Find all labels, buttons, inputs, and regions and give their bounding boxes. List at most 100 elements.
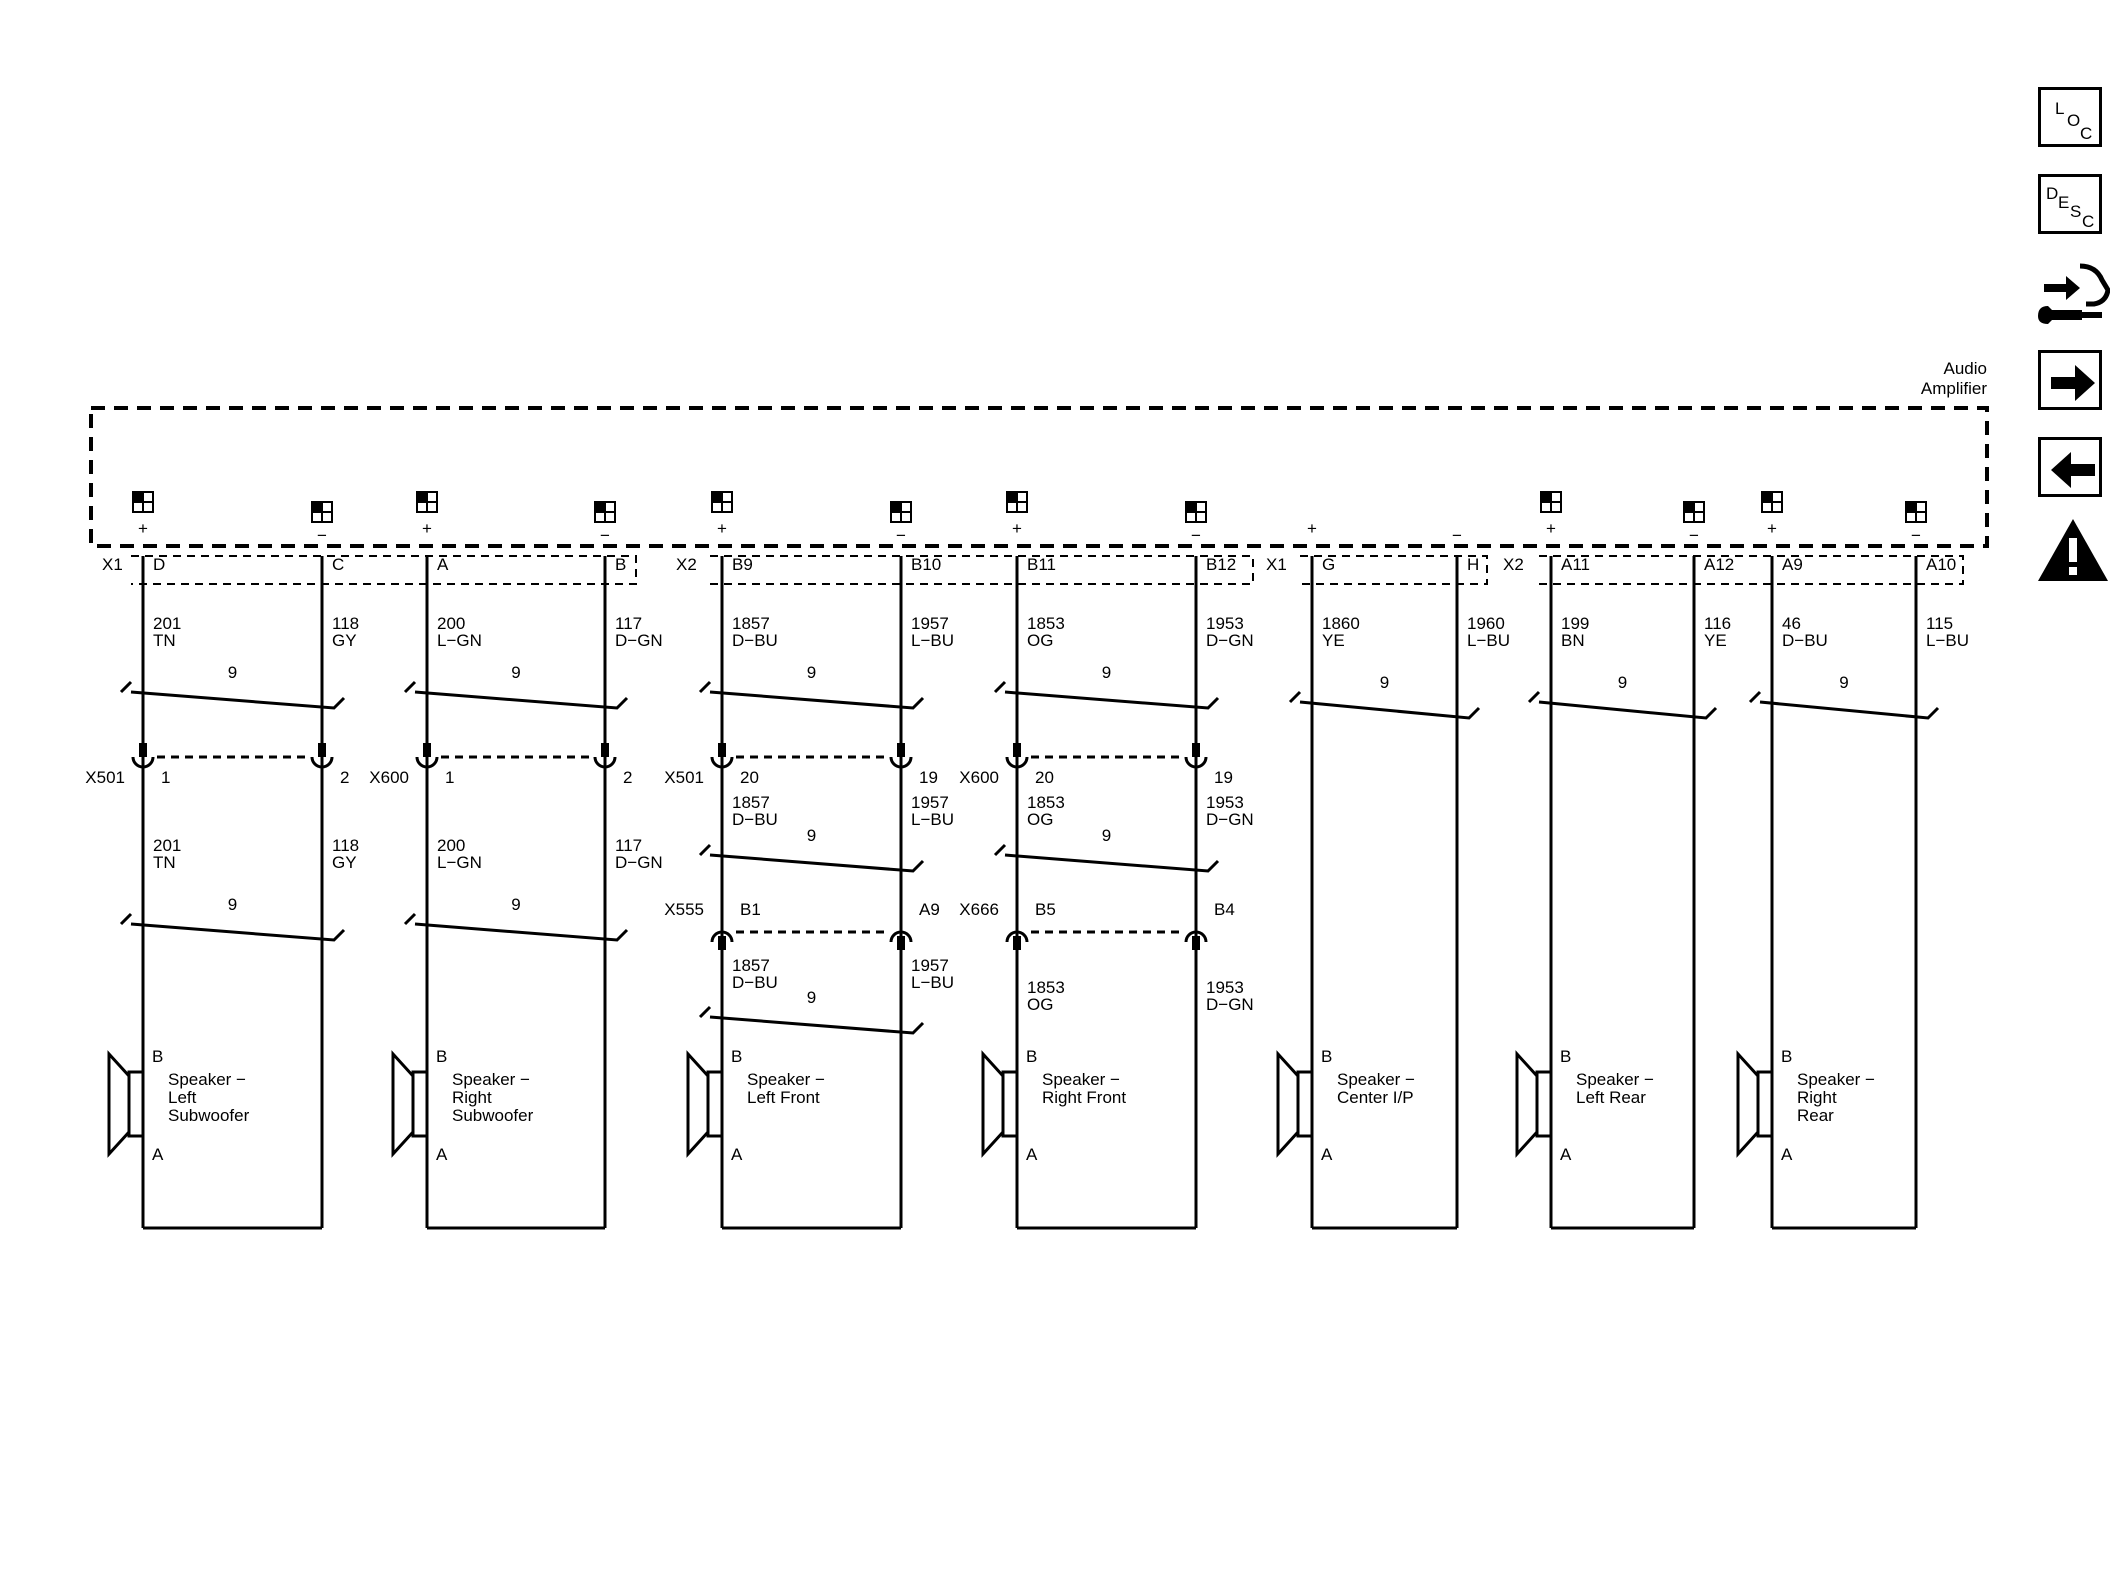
warning-button[interactable]	[2036, 516, 2110, 584]
inline-pin-label: 1	[445, 768, 454, 787]
arrow-left-icon	[2051, 452, 2095, 488]
speaker-magnet	[1296, 1070, 1314, 1138]
connector-cavity	[1184, 756, 1208, 769]
inline-pin-label: 19	[1214, 768, 1233, 787]
inline-pin-label: 20	[1035, 768, 1054, 787]
warning-icon	[2038, 519, 2108, 581]
pin-label: B9	[732, 555, 753, 574]
pin-label: D	[153, 555, 165, 574]
terminal-fill	[312, 502, 322, 512]
svg-text:L: L	[2055, 99, 2064, 118]
desc-icon: D E S C	[2046, 184, 2094, 231]
description-button[interactable]: D E S C	[2038, 174, 2102, 234]
twist-label: 9	[1380, 673, 1389, 692]
speaker-pin-b: B	[1781, 1047, 1792, 1066]
pin-label: A	[437, 555, 449, 574]
component-connector	[131, 555, 637, 585]
speaker-name: Right	[1797, 1088, 1837, 1107]
speaker-name: Speaker −	[1042, 1070, 1120, 1089]
speaker-pin-b: B	[731, 1047, 742, 1066]
next-page-button[interactable]	[2038, 350, 2102, 410]
amplifier-label-line1: Audio	[1944, 359, 1987, 378]
speaker-icon	[981, 1050, 1019, 1158]
speaker-magnet	[1001, 1070, 1019, 1138]
wire-color: YE	[1704, 631, 1727, 650]
circuit-number: 1953	[1206, 614, 1244, 633]
circuit-number: 1857	[732, 614, 770, 633]
speaker-icon	[1276, 1050, 1314, 1158]
pin-label: B11	[1027, 555, 1056, 574]
previous-page-button[interactable]	[2038, 437, 2102, 497]
inline-pin-label: B4	[1214, 900, 1235, 919]
wire-color: BN	[1561, 631, 1585, 650]
circuit-number: 116	[1704, 614, 1731, 633]
speaker-icon	[686, 1050, 724, 1158]
inline-connector-id: X555	[664, 900, 704, 919]
speaker-magnet	[1535, 1070, 1553, 1138]
circuit-number: 1853	[1027, 978, 1065, 997]
circuit-number: 1853	[1027, 793, 1065, 812]
speaker-icon	[1736, 1050, 1774, 1158]
wire-color: L−BU	[911, 810, 954, 829]
terminal-fill	[712, 492, 722, 502]
twisted-pair-marker	[993, 680, 1220, 710]
terminal-symbol-icon	[311, 501, 333, 523]
pin-label: C	[332, 555, 344, 574]
minus-terminal: −	[1191, 526, 1201, 545]
wire-color: GY	[332, 631, 357, 650]
twisted-pair-marker	[403, 912, 629, 942]
inline-pin-label: 1	[161, 768, 170, 787]
speaker-magnet	[411, 1070, 429, 1138]
connector-cavity	[593, 756, 617, 769]
wire-color: L−BU	[1926, 631, 1969, 650]
inline-pin-label: A9	[919, 900, 940, 919]
twisted-pair-marker	[119, 912, 346, 942]
twist-label: 9	[1102, 826, 1111, 845]
pin-terminal	[318, 743, 326, 757]
connector-cavity	[310, 756, 334, 769]
pin-terminal	[601, 743, 609, 757]
audio-amplifier-outline	[89, 406, 1989, 548]
pin-terminal	[1192, 936, 1200, 950]
terminal-symbol-icon	[594, 501, 616, 523]
wire-color: GY	[332, 853, 357, 872]
wire-color: L−BU	[911, 631, 954, 650]
terminal-symbol-icon	[132, 491, 154, 513]
wire-color: D−GN	[615, 631, 663, 650]
pin-label: B12	[1206, 555, 1236, 574]
terminal-symbol-icon	[416, 491, 438, 513]
terminal-fill	[133, 492, 143, 502]
pin-terminal	[1013, 936, 1021, 950]
location-button[interactable]: L O C	[2038, 87, 2102, 147]
connector-id-label: X2	[1503, 555, 1524, 574]
svg-text:D: D	[2046, 184, 2058, 203]
connector-id-label: X1	[102, 555, 123, 574]
connector-id-label: X1	[1266, 555, 1287, 574]
speaker-pin-b: B	[436, 1047, 447, 1066]
inline-pin-label: B1	[740, 900, 761, 919]
terminal-fill	[891, 502, 901, 512]
terminal-symbol-icon	[1540, 491, 1562, 513]
speaker-icon	[1515, 1050, 1553, 1158]
speaker-icon	[107, 1050, 145, 1158]
terminal-symbol-icon	[711, 491, 733, 513]
speaker-pin-a: A	[436, 1145, 448, 1164]
twisted-pair-marker	[698, 843, 925, 873]
terminal-symbol-icon	[1006, 491, 1028, 513]
connector-cavity	[710, 930, 734, 943]
twist-label: 9	[511, 895, 520, 914]
connector-cavity	[415, 756, 439, 769]
speaker-cone	[1515, 1050, 1539, 1158]
minus-terminal: −	[600, 526, 610, 545]
speaker-name: Right Front	[1042, 1088, 1126, 1107]
speaker-name: Subwoofer	[168, 1106, 250, 1125]
plus-terminal: +	[1012, 519, 1022, 538]
component-connector	[1300, 555, 1488, 585]
pin-terminal	[897, 936, 905, 950]
connector-cavity	[710, 756, 734, 769]
pin-label: G	[1322, 555, 1335, 574]
connector-service-button[interactable]	[2034, 254, 2111, 330]
speaker-magnet	[706, 1070, 724, 1138]
terminal-symbol-icon	[1185, 501, 1207, 523]
circuit-number: 1957	[911, 614, 949, 633]
